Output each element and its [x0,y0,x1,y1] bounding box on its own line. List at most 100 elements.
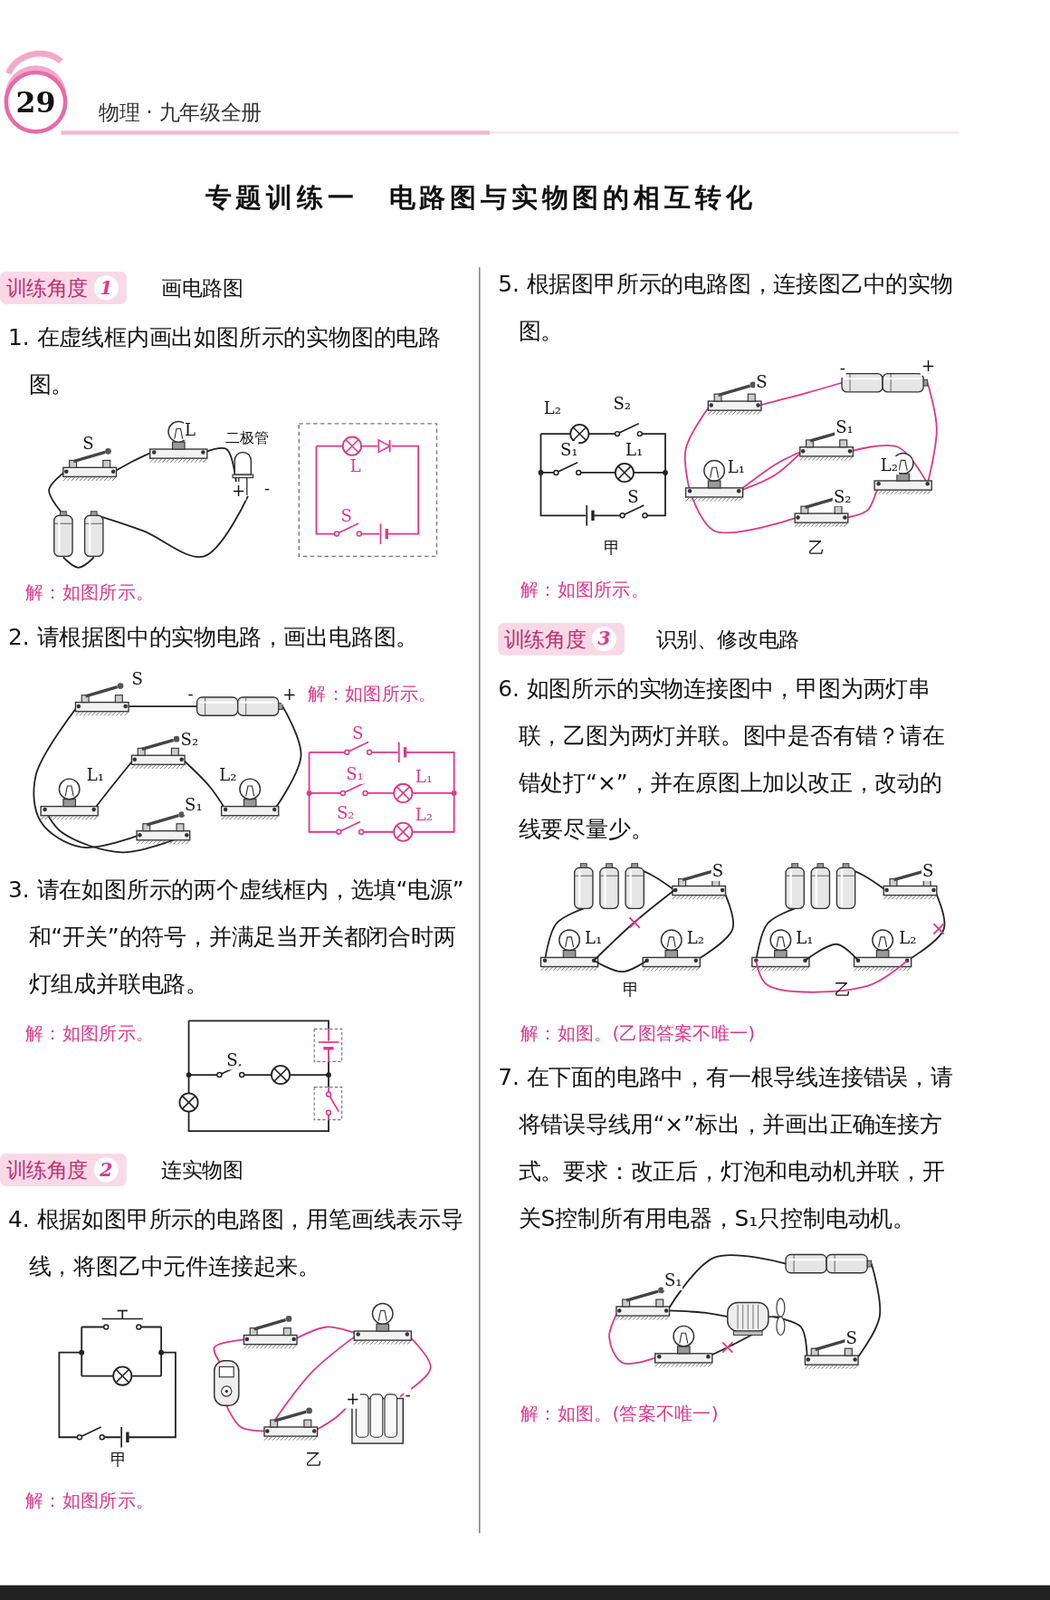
circuit-line [676,895,681,900]
circuit-line [309,792,455,794]
component-label: - [403,1385,411,1404]
circuit-line [858,966,863,972]
switch-contact [642,513,648,518]
component-label: S [844,1328,859,1347]
battery-cell [826,1253,868,1272]
circuit-line [245,696,247,716]
figure-label: 甲 [110,1450,127,1469]
switch-post [656,1298,664,1307]
circuit-line [715,410,721,415]
switch-handle [173,735,181,743]
circuit-line [712,410,717,415]
circuit-line [280,1344,286,1349]
circuit-line [328,1093,339,1111]
switch-contact [217,1072,222,1078]
circuit-line [65,815,70,821]
circuit-line [561,966,566,972]
wire [707,1332,755,1356]
wire [772,1316,807,1359]
circuit-line [657,1315,662,1320]
circuit-line [679,1362,685,1367]
circuit-line [396,786,410,800]
circuit-line [163,763,169,769]
circuit-line [776,966,782,972]
circuit-line [125,1431,129,1442]
circuit-line [895,489,900,495]
terminal [42,807,48,812]
circuit-line [667,1362,672,1367]
switch-contact [136,1324,142,1329]
circuit-line [288,1435,294,1441]
component-label: L₂ [543,399,563,418]
battery-cell [574,867,593,908]
bulb-socket [63,799,77,807]
circuit-line [785,875,804,877]
lamp-symbol [113,1365,132,1385]
circuit-line [820,1364,826,1369]
bulb-socket [563,950,576,958]
switch-contact [326,1109,332,1115]
circuit-line [684,895,689,900]
circuit-line [89,815,95,821]
circuit-line [149,840,154,845]
wire [33,706,140,848]
circuit-line [649,1315,654,1320]
circuit-line [811,522,816,527]
circuit-line [933,923,944,934]
circuit-line [809,1364,814,1369]
circuit-line [811,456,817,461]
circuit-line [267,1344,273,1349]
circuit-line [721,895,726,900]
circuit-line [732,410,737,415]
wire [544,907,584,960]
circuit-line [548,966,554,972]
wire [856,1263,880,1360]
circuit-line [808,456,813,461]
circuit-line [718,385,751,395]
circuit-line [708,895,714,900]
header-band-fade [489,131,960,134]
circuit-line [270,815,276,821]
circuit-line [585,505,588,526]
switch-contact [367,749,373,755]
circuit-line [811,875,830,877]
terminal [708,402,714,408]
bulb-glass [372,1303,393,1325]
circuit-line [683,966,688,972]
terminal [687,488,693,494]
circuit-line [396,825,410,839]
circuit-line [825,1364,831,1369]
circuit-line [802,522,808,527]
circuit-line [544,966,550,972]
circuit-line [812,1364,818,1369]
circuit-line [714,496,719,502]
circuit-line [249,815,255,821]
circuit-line [671,1362,677,1367]
circuit-line [882,489,888,495]
bulb-base [40,806,98,816]
circuit-line [794,522,800,527]
question-text: 1. 在虚线框内画出如图所示的实物图的电路图。 [8,314,470,409]
circuit-line [272,1435,277,1441]
circuit-line [173,840,179,845]
circuit-line [323,1046,334,1050]
bulb-base [642,956,700,966]
circuit-line [153,458,159,463]
circuit-line [655,966,660,972]
switch-post [840,439,848,448]
component-label: S [130,670,144,689]
circuit-line [63,476,68,481]
circuit-line [920,895,926,900]
wire [738,450,802,491]
section-name: 画电路图 [161,275,243,300]
circuit-line [804,1364,810,1369]
circuit-line [849,456,854,461]
circuit-line [79,1426,102,1437]
switch-post [176,823,184,831]
switch-base [131,754,185,764]
circuit-line [40,815,46,821]
circuit-line [840,456,846,461]
circuit-line [120,1426,123,1448]
answer-note: 解：如图所示。 [25,580,154,603]
wire [593,889,675,961]
